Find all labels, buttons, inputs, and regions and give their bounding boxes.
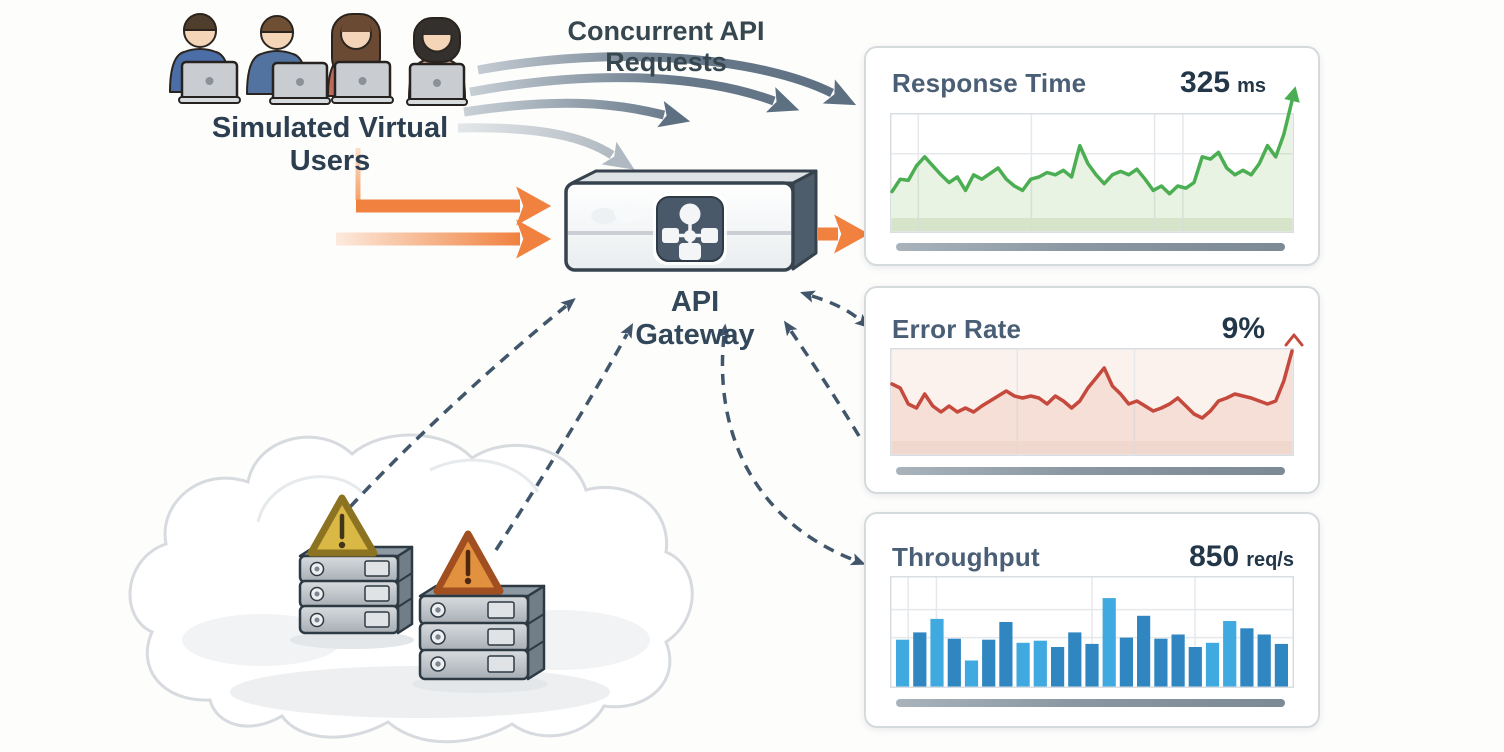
user-avatar: [406, 17, 468, 106]
concurrent-request-arrows: [457, 52, 857, 170]
panel-title: Throughput: [892, 542, 1040, 572]
error-rate-chart: [890, 333, 1304, 456]
user-avatar: [246, 15, 331, 105]
error-rate-value: 9%: [1221, 312, 1265, 345]
warning-icon-yellow: [307, 494, 378, 557]
api-gateway: [564, 169, 818, 272]
api-gateway-label: API Gateway: [635, 286, 755, 351]
server-leds: [309, 560, 390, 628]
metric-value: 9%: [1222, 312, 1272, 346]
server-stack: [290, 545, 414, 649]
request-arrow: [477, 52, 857, 106]
load-arrows: [336, 148, 870, 259]
virtual-users: [169, 13, 468, 106]
virtual-users-label: Simulated Virtual Users: [211, 112, 449, 177]
response-time-chart: [890, 86, 1300, 233]
connector-gateway-errorrate: [799, 290, 870, 329]
request-arrow: [463, 98, 691, 128]
timeline-scrollbar: [896, 467, 1285, 475]
connector-errorrate-gateway: [783, 320, 861, 437]
metric-panel-error-rate: Error Rate 9%: [864, 286, 1320, 494]
throughput-value: 850: [1189, 540, 1240, 573]
panel-title: Response Time: [892, 68, 1087, 98]
throughput-chart: [890, 576, 1294, 688]
timeline-scrollbar: [896, 243, 1285, 251]
request-arrow: [469, 73, 800, 113]
laptop-icon: [331, 60, 394, 104]
metric-panel-response-time: Response Time 325 ms: [864, 46, 1320, 266]
api-gateway-icon: [653, 193, 727, 265]
connector-gateway-server1: [348, 298, 576, 509]
laptop-icon: [406, 62, 468, 106]
user-avatar: [327, 13, 394, 104]
timeline-scrollbar: [896, 699, 1285, 707]
connector-gateway-throughput: [717, 323, 866, 566]
metric-panel-throughput: Throughput 850 req/s: [864, 512, 1320, 728]
response-time-value: 325: [1180, 66, 1231, 99]
laptop-icon: [269, 61, 331, 105]
laptop-icon: [178, 60, 241, 104]
panel-title: Error Rate: [892, 314, 1022, 344]
connector-gateway-server2: [494, 322, 634, 551]
response-time-unit: ms: [1237, 75, 1266, 97]
server-stack: [412, 584, 548, 693]
request-arrow: [457, 123, 635, 170]
user-avatar: [169, 13, 241, 104]
server-leds: [430, 601, 515, 673]
metric-value: 325 ms: [1180, 66, 1266, 100]
concurrent-requests-label: Concurrent API Requests: [567, 16, 765, 77]
warning-icon-orange: [433, 530, 504, 595]
dashed-connectors: [348, 290, 870, 566]
throughput-unit: req/s: [1246, 549, 1294, 571]
metric-value: 850 req/s: [1189, 540, 1294, 574]
